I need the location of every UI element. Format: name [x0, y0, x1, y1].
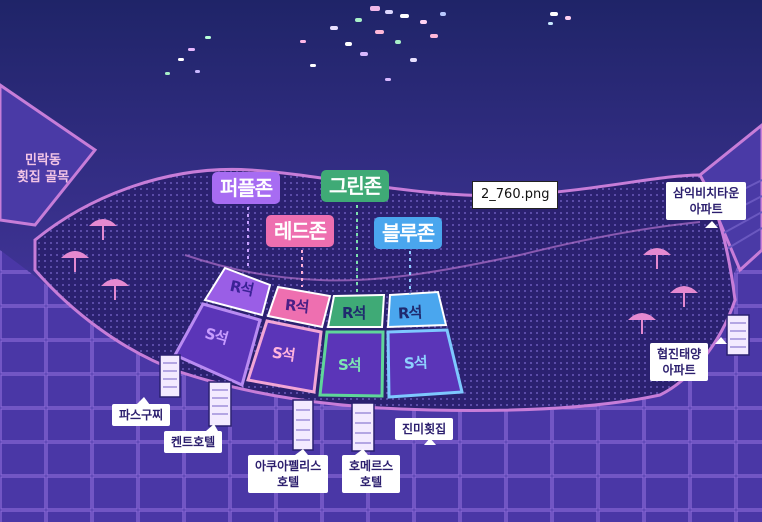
- seat-r-purple[interactable]: [203, 266, 272, 317]
- seat-label-s-green: S석: [338, 356, 362, 374]
- place-hyeopjin: 협진태양 아파트: [650, 343, 709, 381]
- place-minrak: 민락동 횟집 골목: [16, 153, 70, 185]
- place-aqua: 아쿠아펠리스 호텔: [248, 455, 329, 493]
- seat-r-blue[interactable]: [386, 290, 448, 329]
- place-homers: 호메르스 호텔: [342, 455, 401, 493]
- firework-lights: [165, 6, 571, 81]
- seat-label-r-blue: R석: [397, 303, 422, 323]
- seat-label-r-green: R석: [342, 304, 366, 322]
- seat-label-r-purple: R석: [228, 276, 255, 300]
- place-kent: 켄트호텔: [164, 431, 223, 453]
- label-pointers: [136, 221, 727, 455]
- place-samik: 삼익비치타운 아파트: [666, 182, 747, 220]
- seat-label-r-red: R석: [284, 295, 310, 317]
- place-jinmi: 진미횟집: [395, 418, 454, 440]
- seat-r-red[interactable]: [266, 285, 332, 329]
- zone-label-red: 레드존: [266, 215, 335, 247]
- zone-label-green: 그린존: [321, 170, 390, 202]
- seat-s-purple[interactable]: [172, 302, 262, 388]
- zone-label-blue: 블루존: [374, 217, 443, 249]
- umbrella-icons: [61, 219, 698, 334]
- file-name-label: 2_760.png: [472, 181, 559, 209]
- seat-r-green[interactable]: [326, 293, 386, 328]
- seat-label-s-red: S석: [270, 343, 296, 365]
- seat-s-blue[interactable]: [386, 328, 464, 399]
- seat-label-s-blue: S석: [403, 353, 428, 373]
- seat-s-red[interactable]: [246, 319, 323, 394]
- zone-label-purple: 퍼플존: [212, 172, 281, 204]
- place-paskuchi: 파스구찌: [112, 404, 171, 426]
- seat-s-green[interactable]: [318, 330, 385, 398]
